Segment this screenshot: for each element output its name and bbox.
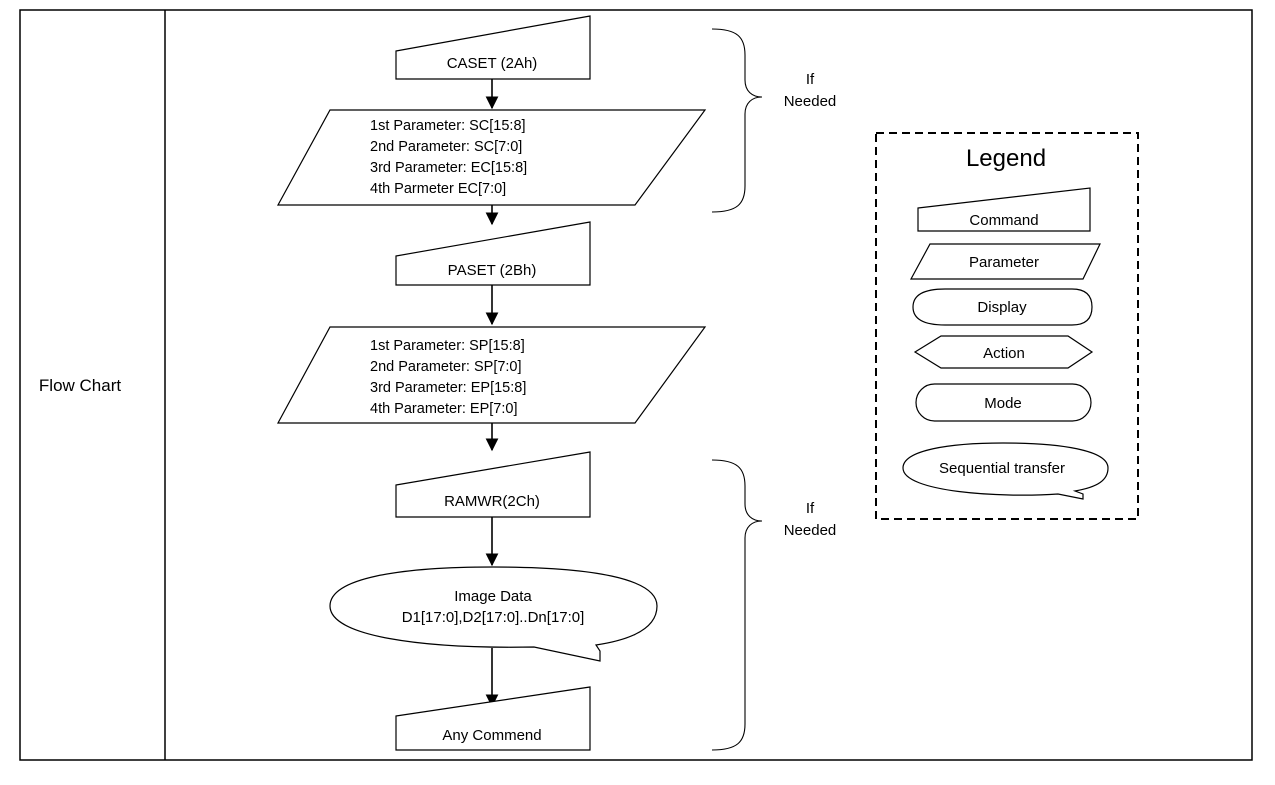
caset-parameter-shape bbox=[276, 109, 707, 206]
ramwr-label: RAMWR(2Ch) bbox=[444, 493, 540, 510]
legend-command-label: Command bbox=[969, 212, 1038, 229]
image-data-range: D1[17:0],D2[17:0]..Dn[17:0] bbox=[402, 609, 585, 626]
legend-sequential-label: Sequential transfer bbox=[939, 460, 1065, 477]
caset-param-2: 2nd Parameter: SC[7:0] bbox=[370, 139, 522, 155]
bottom-brace-if: If bbox=[806, 500, 815, 517]
image-data-title: Image Data bbox=[454, 588, 532, 605]
paset-param-4: 4th Parameter: EP[7:0] bbox=[370, 401, 518, 417]
top-brace-if: If bbox=[806, 71, 815, 88]
paset-param-3: 3rd Parameter: EP[15:8] bbox=[370, 380, 526, 396]
ramwr-command-shape bbox=[395, 451, 591, 518]
legend-mode-shape bbox=[915, 383, 1092, 422]
legend-mode-label: Mode bbox=[984, 395, 1022, 412]
paset-parameter-shape bbox=[276, 326, 707, 424]
legend-border bbox=[875, 132, 1139, 520]
image-data-shape bbox=[329, 566, 658, 662]
paset-param-1: 1st Parameter: SP[15:8] bbox=[370, 338, 525, 354]
legend-display-shape bbox=[912, 288, 1093, 326]
top-brace-needed: Needed bbox=[784, 93, 837, 110]
table-border bbox=[19, 9, 1253, 761]
bottom-brace bbox=[711, 459, 763, 751]
any-command-shape bbox=[395, 686, 591, 751]
caset-param-1: 1st Parameter: SC[15:8] bbox=[370, 118, 526, 134]
legend-action-label: Action bbox=[983, 345, 1025, 362]
legend: Legend Command Parameter Display Action … bbox=[875, 132, 1139, 520]
row-label: Flow Chart bbox=[39, 376, 121, 395]
bottom-brace-needed: Needed bbox=[784, 522, 837, 539]
legend-display-label: Display bbox=[977, 299, 1027, 316]
paset-command-shape bbox=[395, 221, 591, 286]
paset-param-2: 2nd Parameter: SP[7:0] bbox=[370, 359, 522, 375]
caset-param-3: 3rd Parameter: EC[15:8] bbox=[370, 160, 527, 176]
caset-label: CASET (2Ah) bbox=[447, 55, 538, 72]
top-brace bbox=[711, 28, 763, 213]
legend-command-shape bbox=[917, 187, 1091, 232]
paset-label: PASET (2Bh) bbox=[448, 262, 537, 279]
legend-title: Legend bbox=[966, 145, 1046, 172]
caset-param-4: 4th Parmeter EC[7:0] bbox=[370, 181, 506, 197]
any-command-label: Any Commend bbox=[442, 727, 541, 744]
legend-sequential-shape bbox=[902, 442, 1109, 500]
legend-parameter-shape bbox=[909, 243, 1101, 280]
legend-parameter-label: Parameter bbox=[969, 254, 1039, 271]
caset-command-shape bbox=[395, 15, 591, 80]
legend-action-shape bbox=[913, 335, 1094, 369]
